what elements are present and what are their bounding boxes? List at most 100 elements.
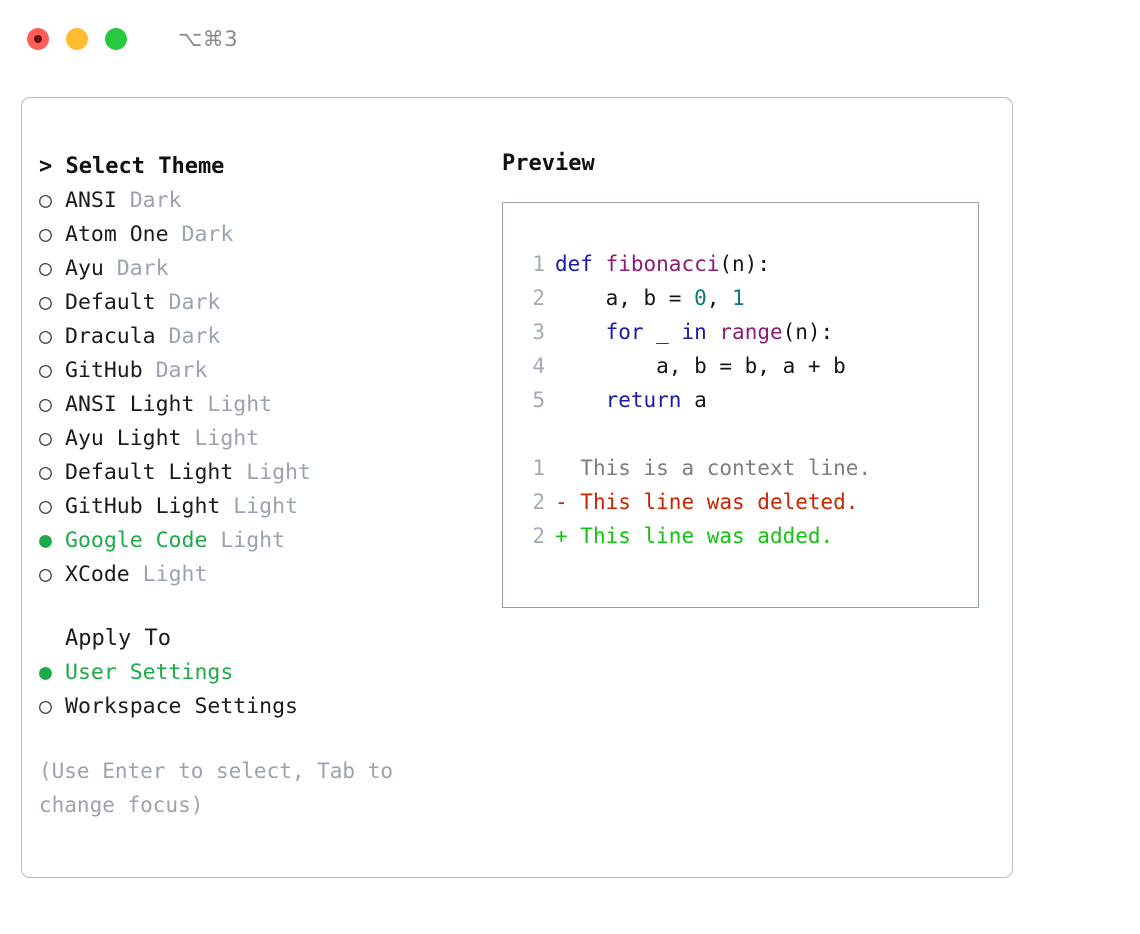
diff-line: 2- This line was deleted. (503, 485, 978, 519)
radio-unselected-icon[interactable]: ○ (39, 426, 52, 451)
radio-unselected-icon[interactable]: ○ (39, 494, 52, 519)
diff-line: 2+ This line was added. (503, 519, 978, 553)
theme-list-item[interactable]: ○ XCode Light (39, 558, 484, 592)
theme-name: ANSI (65, 188, 117, 213)
theme-list-item[interactable]: ○Dracula Dark (39, 320, 484, 354)
apply-to-label: Workspace Settings (65, 694, 298, 719)
theme-list-item[interactable]: ○ANSI Dark (39, 184, 484, 218)
radio-unselected-icon[interactable]: ○ (39, 562, 52, 587)
code-token: for (605, 320, 644, 344)
line-number: 5 (532, 388, 545, 412)
radio-unselected-icon[interactable]: ○ (39, 324, 52, 349)
code-token: a, b = (555, 286, 695, 310)
radio-unselected-icon[interactable]: ○ (39, 392, 52, 417)
line-number: 2 (532, 490, 545, 514)
theme-list-item[interactable]: ○ ANSI Light Light (39, 388, 484, 422)
theme-name: Default Light (65, 460, 234, 485)
theme-category: Light (220, 494, 299, 519)
code-line: 5 return a (503, 383, 978, 417)
main-panel: > Select Theme ○ANSI Dark○Atom One Dark○… (21, 97, 1013, 878)
theme-name: Ayu Light (65, 426, 182, 451)
diff-marker (555, 456, 568, 480)
theme-category: Dark (155, 290, 221, 315)
theme-list-item[interactable]: ○ GitHub Dark (39, 354, 484, 388)
line-number: 3 (532, 320, 545, 344)
theme-name: ANSI Light (65, 392, 195, 417)
theme-list-item[interactable]: ○GitHub Light Light (39, 490, 484, 524)
list-spacer (39, 592, 484, 622)
code-token (593, 252, 606, 276)
apply-to-label: User Settings (65, 660, 234, 685)
theme-name: Ayu (65, 256, 104, 281)
radio-unselected-icon[interactable]: ○ (39, 358, 52, 383)
theme-name: XCode (65, 562, 130, 587)
theme-name: GitHub (65, 358, 143, 383)
diff-text: This is a context line. (567, 456, 872, 480)
panel-columns: > Select Theme ○ANSI Dark○Atom One Dark○… (22, 98, 1012, 877)
code-token: a (681, 388, 707, 412)
theme-list-item[interactable]: ○ Ayu Dark (39, 252, 484, 286)
code-token: _ (643, 320, 682, 344)
code-token (707, 320, 720, 344)
radio-unselected-icon[interactable]: ○ (39, 290, 52, 315)
theme-category: Light (233, 460, 311, 485)
code-line: 4 a, b = b, a + b (503, 349, 978, 383)
maximize-button[interactable] (105, 28, 127, 50)
radio-selected-icon[interactable]: ● (39, 660, 52, 685)
line-number: 1 (532, 456, 545, 480)
radio-unselected-icon[interactable]: ○ (39, 222, 52, 247)
code-token: , (706, 286, 733, 310)
preview-title: Preview (502, 151, 595, 176)
radio-unselected-icon[interactable]: ○ (39, 256, 52, 281)
traffic-lights (27, 28, 127, 50)
theme-name: Google Code (65, 528, 208, 553)
apply-to-header: Apply To (65, 626, 171, 651)
apply-to-item[interactable]: ● User Settings (39, 656, 484, 690)
theme-category: Light (194, 392, 273, 417)
theme-list-item[interactable]: ● Google Code Light (39, 524, 484, 558)
code-token: def (555, 252, 593, 276)
code-token (555, 388, 606, 412)
code-line: 3 for _ in range(n): (503, 315, 978, 349)
code-token: fibonacci (605, 252, 720, 276)
theme-list-item[interactable]: ○ Atom One Dark (39, 218, 484, 252)
close-button[interactable] (27, 28, 49, 50)
select-theme-header: > Select Theme (39, 154, 225, 179)
line-number: 4 (532, 354, 545, 378)
radio-selected-icon[interactable]: ● (39, 528, 52, 553)
keyboard-shortcut-label: ⌥⌘3 (178, 27, 239, 51)
theme-category: Dark (142, 358, 208, 383)
theme-category: Light (207, 528, 286, 553)
code-token (555, 320, 606, 344)
theme-category: Light (129, 562, 208, 587)
apply-to-list: ● User Settings ○ Workspace Settings (39, 656, 484, 724)
code-token: (n): (782, 320, 834, 344)
theme-list-item[interactable]: ○ Default Light Light (39, 456, 484, 490)
code-token: a, b = b, a + b (555, 354, 846, 378)
minimize-button[interactable] (66, 28, 88, 50)
theme-list-item[interactable]: ○Ayu Light Light (39, 422, 484, 456)
diff-text: This line was added. (567, 524, 834, 548)
theme-name: Default (65, 290, 156, 315)
radio-unselected-icon[interactable]: ○ (39, 188, 52, 213)
code-token: range (719, 320, 783, 344)
theme-category: Dark (103, 256, 169, 281)
radio-unselected-icon[interactable]: ○ (39, 460, 52, 485)
theme-category: Dark (168, 222, 234, 247)
apply-to-item[interactable]: ○ Workspace Settings (39, 690, 484, 724)
theme-list-item[interactable]: ○ Default Dark (39, 286, 484, 320)
theme-name: Atom One (65, 222, 169, 247)
code-token: in (681, 320, 707, 344)
diff-line: 1 This is a context line. (503, 451, 978, 485)
radio-unselected-icon[interactable]: ○ (39, 694, 52, 719)
keyboard-hint-text: (Use Enter to select, Tab to change focu… (39, 759, 394, 817)
code-token: return (605, 388, 682, 412)
code-line: 2 a, b = 0, 1 (503, 281, 978, 315)
theme-name: Dracula (65, 324, 156, 349)
title-bar: ⌥⌘3 (0, 0, 1140, 78)
